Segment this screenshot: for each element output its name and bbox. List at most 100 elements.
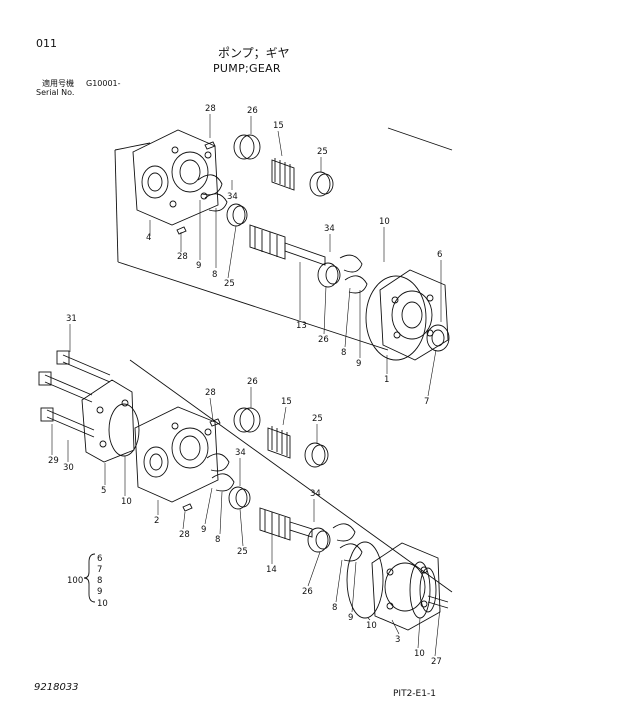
upper-callout-28: 28 (205, 104, 216, 114)
lower-callout-28: 28 (205, 388, 216, 398)
lower-leader-line (335, 559, 343, 603)
title-english: PUMP;GEAR (213, 62, 281, 75)
lower-leader-line (307, 551, 321, 587)
upper-callout-25: 25 (224, 279, 235, 289)
applicable-label: 適用号機 (42, 79, 74, 88)
group-member: 7 (97, 565, 102, 575)
lower-callout-9: 9 (201, 525, 206, 535)
upper-shaft-gear (249, 224, 326, 266)
upper-callout-8: 8 (341, 348, 346, 358)
assembly-group-callout: 100 6 7 8 9 10 (67, 554, 108, 609)
lower-leader-line (282, 406, 287, 426)
upper-callout-13: 13 (296, 321, 307, 331)
lower-callout-34: 34 (310, 489, 321, 499)
upper-leader-line (323, 285, 327, 335)
leader-lines-lower (51, 324, 441, 657)
lower-leader-line (219, 491, 223, 535)
lower-callout-5: 5 (101, 486, 106, 496)
group-brace (83, 553, 96, 603)
lower-callout-34: 34 (235, 448, 246, 458)
upper-callout-26: 26 (247, 106, 258, 116)
upper-oil-seal (426, 324, 450, 352)
lower-bolts (38, 350, 111, 438)
upper-callout-9: 9 (196, 261, 201, 271)
upper-callout-9: 9 (356, 359, 361, 369)
lower-leader-line (182, 511, 186, 530)
lower-leader-line (391, 619, 400, 635)
upper-leader-line (427, 349, 437, 397)
upper-callout-28: 28 (177, 252, 188, 262)
upper-callout-26: 26 (318, 335, 329, 345)
lower-cover (346, 541, 441, 631)
group-member: 6 (97, 554, 102, 564)
upper-callout-4: 4 (146, 233, 151, 243)
upper-cover (365, 269, 449, 361)
lower-callout-26: 26 (302, 587, 313, 597)
upper-leader-line (227, 225, 237, 279)
lower-callout-2: 2 (154, 516, 159, 526)
lower-leader-line (351, 561, 357, 613)
lower-callout-10: 10 (121, 497, 132, 507)
lower-callout-28: 28 (179, 530, 190, 540)
lower-seal-rings (206, 453, 363, 562)
upper-leader-line (277, 130, 283, 157)
lower-callout-27: 27 (431, 657, 442, 667)
leader-lines-upper (149, 114, 442, 397)
upper-callout-25: 25 (317, 147, 328, 157)
lower-dowel-pins (182, 418, 221, 512)
lower-callout-3: 3 (395, 635, 400, 645)
lower-leader-line (204, 487, 213, 525)
page-number: 011 (36, 37, 57, 50)
upper-dowel-pins (176, 141, 216, 235)
lower-callout-29: 29 (48, 456, 59, 466)
lower-callout-10: 10 (414, 649, 425, 659)
lower-front-housing (134, 406, 219, 503)
lower-callout-25: 25 (312, 414, 323, 424)
lower-callout-9: 9 (348, 613, 353, 623)
upper-callout-10: 10 (379, 217, 390, 227)
group-label: 100 (67, 576, 83, 586)
upper-callout-8: 8 (212, 270, 217, 280)
upper-callout-34: 34 (324, 224, 335, 234)
upper-callout-6: 6 (437, 250, 442, 260)
group-member: 8 (97, 576, 102, 586)
lower-callout-31: 31 (66, 314, 77, 324)
page-code: PIT2-E1-1 (393, 689, 436, 699)
lower-leader-line (417, 617, 421, 649)
upper-drive-gear (271, 158, 295, 191)
lower-rear-cover (81, 379, 135, 463)
lower-seal-ring (108, 403, 140, 457)
drawing-number: 9218033 (34, 682, 79, 693)
lower-leader-line (367, 617, 371, 621)
lower-bushings (228, 407, 331, 553)
lower-callout-8: 8 (215, 535, 220, 545)
lower-leader-line (209, 397, 214, 421)
lower-shaft-gear (259, 507, 313, 541)
upper-callout-7: 7 (424, 397, 429, 407)
lower-seal-parts (409, 561, 449, 619)
upper-leader-line (344, 287, 351, 348)
upper-callout-1: 1 (384, 375, 389, 385)
lower-leader-line (434, 607, 441, 657)
title-japanese: ポンプ；ギヤ (218, 46, 290, 60)
lower-callout-30: 30 (63, 463, 74, 473)
lower-drive-gear (267, 426, 291, 459)
lower-callout-8: 8 (332, 603, 337, 613)
group-member: 10 (97, 599, 108, 609)
group-member: 9 (97, 587, 102, 597)
upper-front-housing (132, 129, 219, 226)
boundary-lines (114, 127, 453, 593)
lower-callout-15: 15 (281, 397, 292, 407)
upper-callout-34: 34 (227, 192, 238, 202)
serial-label: Serial No. (36, 88, 75, 97)
lower-callout-26: 26 (247, 377, 258, 387)
lower-callout-10: 10 (366, 621, 377, 631)
lower-callout-14: 14 (266, 565, 277, 575)
lower-callout-25: 25 (237, 547, 248, 557)
upper-callout-15: 15 (273, 121, 284, 131)
lower-leader-line (239, 508, 244, 547)
upper-seal-rings (197, 174, 368, 294)
